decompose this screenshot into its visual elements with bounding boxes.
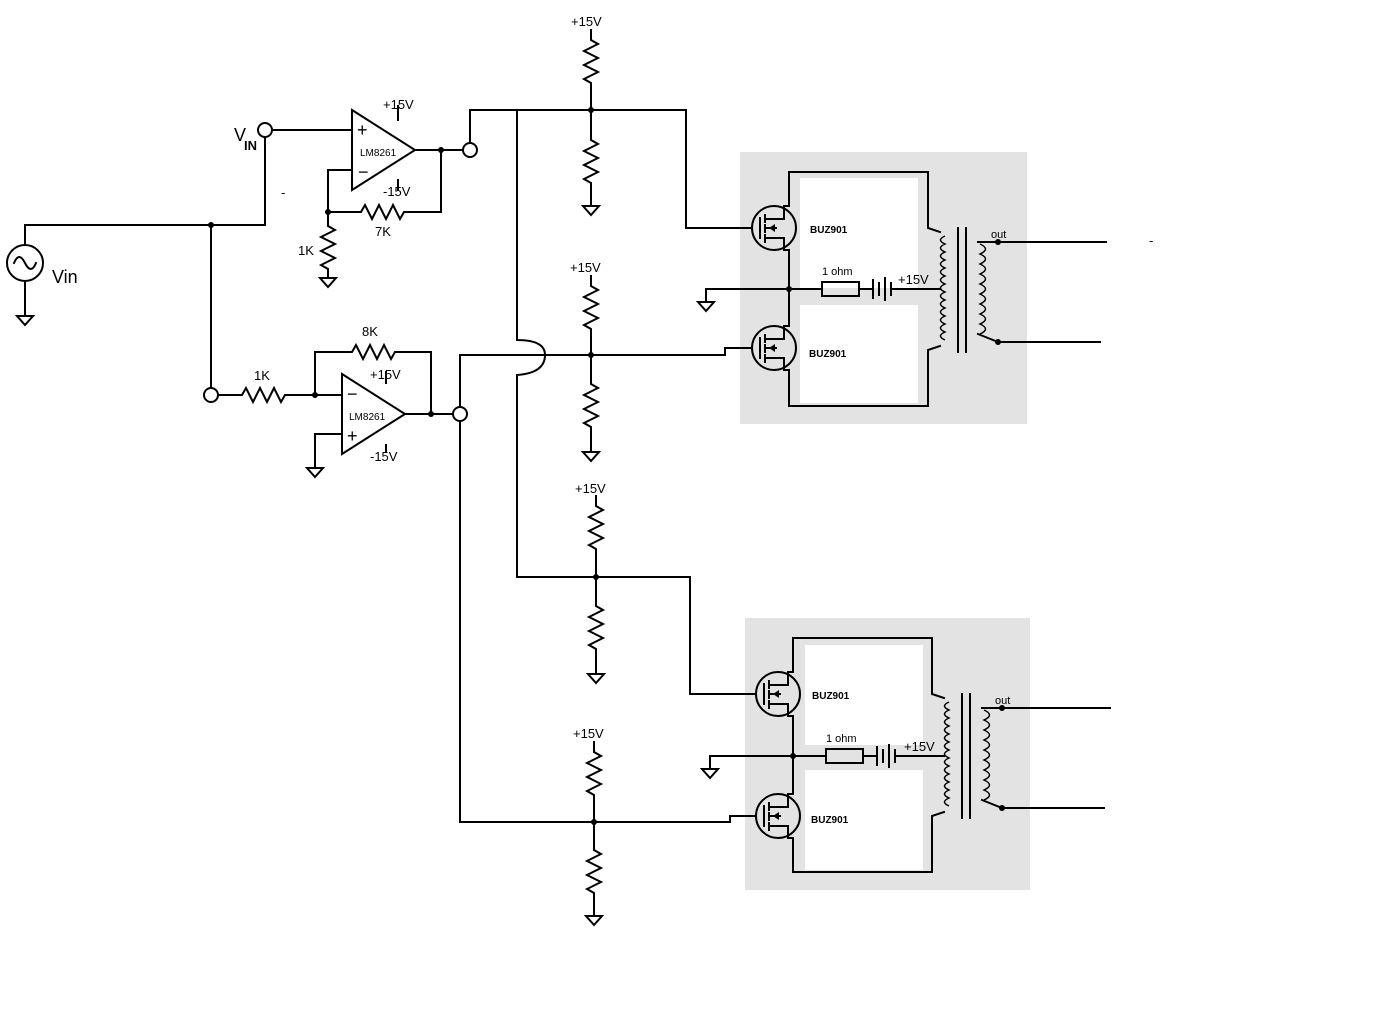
opamp-bottom: − +	[217, 344, 453, 478]
svg-text:−: −	[358, 162, 369, 182]
output-top-label: out	[991, 229, 1006, 241]
bias-network-3	[587, 495, 605, 684]
stray-dash: -	[1149, 233, 1153, 248]
opamp-bottom-output-terminal	[452, 406, 468, 422]
svg-text:+: +	[347, 426, 358, 446]
opamp-top: + −	[271, 105, 463, 288]
sine-source-icon	[6, 137, 266, 326]
mosfet-top-1-label: BUZ901	[810, 225, 848, 236]
opamp-bottom-vpos: +15V	[370, 367, 401, 382]
panel-cutout-bottom	[805, 645, 923, 745]
mosfet-bottom-1-label: BUZ901	[812, 691, 850, 702]
supply-label-1: +15V	[571, 14, 602, 29]
svg-text:+: +	[357, 120, 368, 140]
battery-bottom-label: +15V	[904, 739, 935, 754]
bias-network-2	[582, 275, 600, 462]
r-ground-top-label: 1K	[298, 243, 314, 258]
vin-terminal[interactable]	[257, 122, 273, 138]
stray-dot: -	[281, 185, 285, 200]
bias-network-4	[585, 741, 603, 926]
node-terminal	[203, 387, 219, 403]
supply-label-4: +15V	[573, 726, 604, 741]
r-input-bottom-label: 1K	[254, 368, 270, 383]
output-bottom-label: out	[995, 695, 1010, 707]
output-stage-top	[697, 171, 1107, 407]
panel-cutout-bottom-2	[805, 770, 923, 870]
panel-cutout-top	[800, 178, 918, 288]
battery-top-label: +15V	[898, 272, 929, 287]
r-feedback-top-label: 7K	[375, 224, 391, 239]
r-feedback-bottom-label: 8K	[362, 324, 378, 339]
panel-cutout-top-2	[800, 305, 918, 403]
opamp-bottom-label: LM8261	[349, 412, 386, 423]
supply-label-3: +15V	[575, 481, 606, 496]
svg-text:−: −	[347, 384, 358, 404]
opamp-bottom-vneg: -15V	[370, 449, 398, 464]
opamp-top-vneg: -15V	[383, 184, 411, 199]
opamp-top-output-terminal	[462, 142, 478, 158]
mosfet-top-2-label: BUZ901	[809, 349, 847, 360]
vin-terminal-sub: IN	[244, 138, 257, 153]
opamp-top-vpos: +15V	[383, 97, 414, 112]
vin-source-label: Vin	[52, 267, 78, 287]
opamp-top-label: LM8261	[360, 148, 397, 159]
bias-network-1	[582, 29, 600, 216]
vin-terminal-label: V	[234, 125, 246, 145]
supply-label-2: +15V	[570, 260, 601, 275]
output-stage-bottom	[701, 637, 1111, 873]
sense-resistor-bottom-label: 1 ohm	[826, 733, 857, 745]
sense-resistor-top-label: 1 ohm	[822, 266, 853, 278]
mosfet-bottom-2-label: BUZ901	[811, 815, 849, 826]
